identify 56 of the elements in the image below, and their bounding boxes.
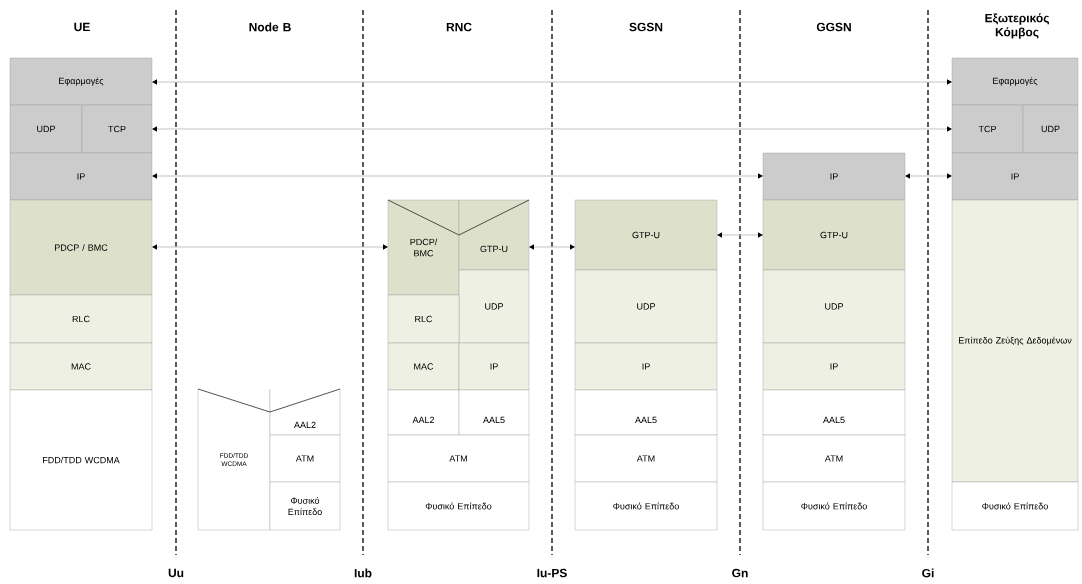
arrow	[529, 244, 575, 250]
column-heading: SGSN	[629, 22, 663, 32]
interface-label: Iub	[354, 568, 372, 578]
arrow	[152, 173, 763, 179]
layer-box: TCP	[81, 104, 153, 154]
layer-box: Επίπεδο Ζεύξης Δεδομένων	[951, 199, 1079, 483]
interface-label: Iu-PS	[537, 568, 567, 578]
layer-box: AAL5	[574, 389, 718, 436]
arrow	[152, 126, 952, 132]
layer-box: MAC	[387, 342, 460, 391]
layer-box: TCP	[951, 104, 1024, 154]
layer-box: Φυσικό Επίπεδο	[269, 481, 341, 531]
layer-box: Φυσικό Επίπεδο	[574, 481, 718, 531]
interface-label: Gi	[922, 568, 934, 578]
node-label: AAL2	[294, 421, 316, 429]
layer-box: ATM	[762, 434, 906, 483]
column-heading: Node B	[249, 22, 291, 32]
layer-box: IP	[762, 152, 906, 201]
layer-box: UDP	[9, 104, 83, 154]
layer-box: PDCP/ BMC	[387, 199, 460, 296]
column-heading: RNC	[446, 22, 472, 32]
layer-box: IP	[762, 342, 906, 391]
layer-box: IP	[574, 342, 718, 391]
layer-box: Φυσικό Επίπεδο	[762, 481, 906, 531]
layer-box: GTP-U	[574, 199, 718, 271]
layer-box: ATM	[574, 434, 718, 483]
arrow	[717, 232, 763, 238]
layer-box: RLC	[9, 294, 153, 344]
layer-box: AAL5	[762, 389, 906, 436]
layer-box: AAL5	[458, 389, 530, 436]
layer-box: RLC	[387, 294, 460, 344]
column-heading: UE	[74, 22, 90, 32]
layer-box: Φυσικό Επίπεδο	[951, 481, 1079, 531]
layer-box: UDP	[1022, 104, 1079, 154]
layer-box: FDD/TDD WCDMA	[9, 389, 153, 531]
interface-label: Gn	[732, 568, 748, 578]
layer-box: GTP-U	[762, 199, 906, 271]
layer-box: UDP	[458, 269, 530, 344]
layer-box: UDP	[762, 269, 906, 344]
layer-box: MAC	[9, 342, 153, 391]
arrow	[905, 173, 952, 179]
arrow	[152, 244, 388, 250]
interface-label: Uu	[168, 568, 184, 578]
layer-box: IP	[9, 152, 153, 201]
layer-box: AAL2	[387, 389, 460, 436]
layer-box: UDP	[574, 269, 718, 344]
layer-box: AAL2	[269, 388, 341, 436]
layer-box: ATM	[269, 434, 341, 483]
column-heading: GGSN	[816, 22, 851, 32]
column-heading: Εξωτερικός Κόμβος	[985, 13, 1049, 39]
layer-box: Φυσικό Επίπεδο	[387, 481, 530, 531]
layer-box: Εφαρμογές	[9, 57, 153, 106]
layer-box: GTP-U	[458, 199, 530, 271]
arrow	[152, 79, 952, 85]
layer-box: IP	[458, 342, 530, 391]
layer-box: PDCP / BMC	[9, 199, 153, 296]
